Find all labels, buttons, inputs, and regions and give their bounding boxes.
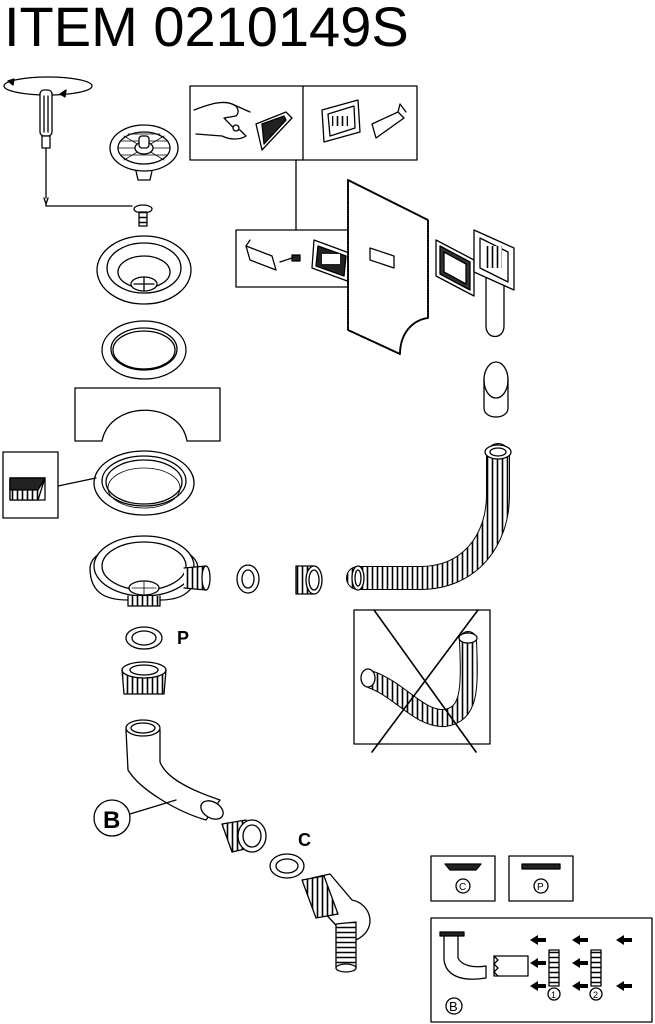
label-c: C xyxy=(298,830,311,850)
strainer-basket-icon xyxy=(109,124,179,181)
step-2-label: 2 xyxy=(593,990,598,1000)
arrow-left-icon xyxy=(530,935,632,991)
corrugated-hose-icon xyxy=(346,443,512,591)
screwdriver-icon xyxy=(3,76,133,207)
outlet-spigot-icon xyxy=(301,873,371,973)
legend-b-label: B xyxy=(449,999,458,1014)
trap-nut-icon xyxy=(121,661,167,695)
gasket-profile-detail xyxy=(2,451,97,519)
callout-b xyxy=(93,799,177,837)
step-1-label: 1 xyxy=(551,990,556,1000)
sink-section-icon xyxy=(74,387,221,442)
screw-icon xyxy=(133,204,153,227)
legend-c-label: C xyxy=(459,882,466,893)
legend-p-label: P xyxy=(537,882,544,893)
trap-bend-icon xyxy=(125,719,224,821)
overflow-install-box xyxy=(189,85,418,231)
cross-out-icon xyxy=(371,609,479,753)
washer-icon xyxy=(236,564,260,594)
waste-body-icon xyxy=(89,535,211,607)
incorrect-hose-box xyxy=(353,609,491,753)
overflow-screw-box xyxy=(235,229,358,288)
bottom-gasket-icon xyxy=(93,450,195,516)
adapter-nut-icon xyxy=(221,819,267,853)
overflow-elbow-icon xyxy=(483,361,509,418)
legend-c-box xyxy=(430,855,496,902)
overflow-fitting-icon xyxy=(473,229,515,338)
legend-b-box xyxy=(430,917,653,1023)
hand-icon xyxy=(193,101,251,140)
label-p: P xyxy=(177,628,189,648)
washer-p-icon xyxy=(125,626,163,650)
overflow-plate-icon xyxy=(255,111,293,151)
top-gasket-icon xyxy=(101,320,187,380)
sink-flange-icon xyxy=(96,235,192,305)
hose-nut-icon xyxy=(295,565,323,595)
overflow-cover-icon xyxy=(435,239,475,297)
legend-p-box xyxy=(508,855,574,902)
label-b-callout: B xyxy=(103,807,120,834)
washer-c-icon xyxy=(269,853,305,879)
page-title: ITEM 0210149S xyxy=(4,0,409,58)
sink-panel-icon xyxy=(347,179,429,355)
